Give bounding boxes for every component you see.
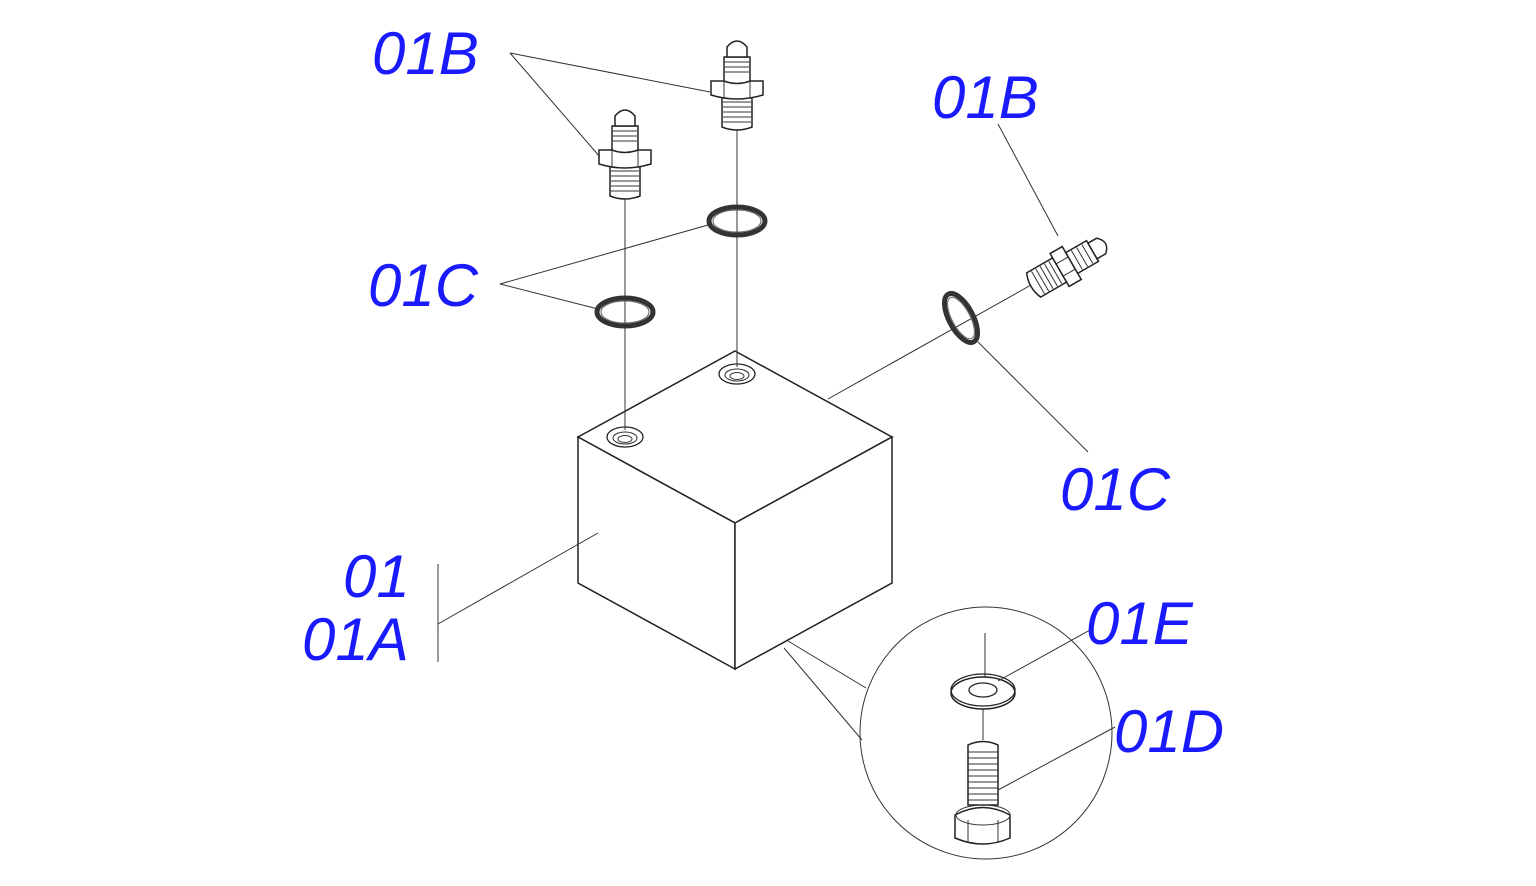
label-fitting-top-left: 01B — [372, 20, 479, 87]
assembly-axis-lines — [624, 130, 1041, 740]
detail-callout — [783, 606, 1113, 860]
washer — [950, 673, 1016, 710]
manifold-block — [576, 350, 894, 671]
bolt — [954, 740, 1011, 845]
label-oring-left: 01C — [368, 252, 479, 319]
fitting-back — [710, 40, 764, 131]
label-block-number: 01 — [343, 543, 410, 610]
leader-lines — [437, 52, 1116, 791]
o-ring-right — [941, 291, 981, 345]
fitting-right — [1025, 237, 1108, 299]
label-washer: 01E — [1086, 590, 1194, 657]
label-oring-right: 01C — [1060, 456, 1171, 523]
label-bolt: 01D — [1114, 698, 1224, 765]
o-ring-back — [706, 204, 768, 238]
label-block-sub: 01A — [302, 606, 409, 673]
fitting-left — [598, 109, 652, 200]
o-ring-left — [594, 295, 656, 329]
label-fitting-right: 01B — [932, 64, 1039, 131]
